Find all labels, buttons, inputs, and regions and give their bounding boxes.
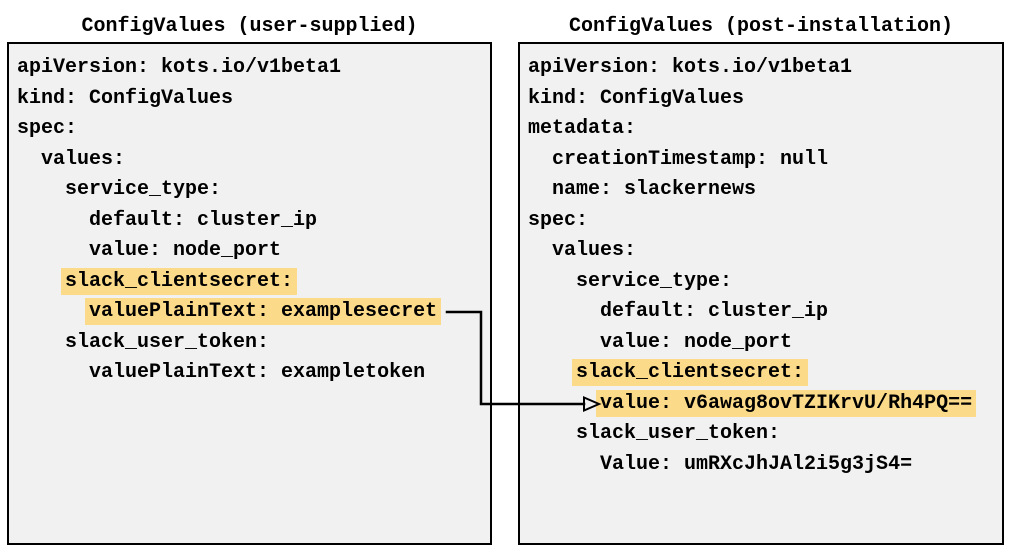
code-line: slack_user_token: [528, 419, 994, 450]
highlighted-code-text: slack_clientsecret: [61, 267, 298, 295]
indent [528, 422, 576, 445]
code-line: service_type: [528, 267, 994, 298]
code-text: creationTimestamp: null [552, 147, 829, 171]
code-text: name: slackernews [552, 178, 757, 201]
code-line: service_type: [17, 175, 482, 206]
code-text: apiVersion: kots.io/v1beta1 [528, 56, 853, 79]
indent [528, 331, 600, 354]
code-line: default: cluster_ip [17, 206, 482, 237]
code-line: default: cluster_ip [528, 297, 994, 328]
code-line: Value: umRXcJhJAl2i5g3jS4= [528, 450, 994, 481]
code-text: values: [41, 147, 126, 171]
code-line: slack_clientsecret: [17, 267, 482, 298]
code-block-user-supplied: apiVersion: kots.io/v1beta1 kind: ConfigV… [9, 44, 490, 398]
indent [528, 392, 600, 415]
indent [17, 300, 89, 323]
code-line: valuePlainText: exampletoken [17, 358, 482, 389]
indent [17, 209, 89, 232]
code-line: value: node_port [17, 236, 482, 267]
code-line: metadata: [528, 114, 994, 145]
code-text: service_type: [65, 178, 222, 201]
code-line: apiVersion: kots.io/v1beta1 [17, 53, 482, 84]
indent [17, 239, 89, 262]
code-line: spec: [17, 114, 482, 145]
indent [17, 361, 89, 384]
indent [528, 361, 576, 384]
code-text: default: cluster_ip [600, 300, 829, 323]
code-line: valuePlainText: examplesecret [17, 297, 482, 328]
code-text: slack_user_token: [65, 330, 270, 354]
code-text: value: node_port [89, 239, 282, 262]
indent [17, 148, 41, 171]
code-text: apiVersion: kots.io/v1beta1 [17, 56, 342, 79]
indent [528, 239, 552, 262]
code-text: default: cluster_ip [89, 208, 318, 232]
code-text: value: node_port [600, 330, 793, 354]
indent [17, 331, 65, 354]
code-line: apiVersion: kots.io/v1beta1 [528, 53, 994, 84]
panel-title-user-supplied: ConfigValues (user-supplied) [81, 15, 418, 38]
code-line: creationTimestamp: null [528, 145, 994, 176]
config-panel-post-installation: apiVersion: kots.io/v1beta1 kind: ConfigV… [518, 42, 1004, 545]
code-line: slack_user_token: [17, 328, 482, 359]
code-text: Value: umRXcJhJAl2i5g3jS4= [600, 452, 913, 476]
code-text: kind: ConfigValues [17, 86, 234, 110]
indent [17, 178, 65, 201]
highlighted-code-text: valuePlainText: examplesecret [85, 298, 442, 325]
code-text: spec: [17, 117, 78, 140]
code-text: valuePlainText: exampletoken [89, 361, 426, 384]
code-text: kind: ConfigValues [528, 86, 745, 110]
indent [528, 300, 600, 323]
code-text: slack_user_token: [576, 422, 781, 445]
code-line: value: node_port [528, 328, 994, 359]
code-line: kind: ConfigValues [17, 84, 482, 115]
code-line: spec: [528, 206, 994, 237]
indent [528, 270, 576, 293]
code-text: service_type: [576, 269, 733, 293]
indent [528, 178, 552, 201]
code-line: name: slackernews [528, 175, 994, 206]
code-text: spec: [528, 208, 589, 232]
indent [528, 453, 600, 476]
indent [528, 148, 552, 171]
panel-title-post-installation: ConfigValues (post-installation) [568, 15, 954, 38]
code-block-post-installation: apiVersion: kots.io/v1beta1 kind: ConfigV… [520, 44, 1002, 489]
config-panel-user-supplied: apiVersion: kots.io/v1beta1 kind: ConfigV… [7, 42, 492, 545]
highlighted-code-text: value: v6awag8ovTZIKrvU/Rh4PQ== [596, 389, 977, 417]
code-line: slack_clientsecret: [528, 358, 994, 389]
code-line: kind: ConfigValues [528, 84, 994, 115]
code-text: values: [552, 239, 637, 262]
code-line: values: [528, 236, 994, 267]
code-line: value: v6awag8ovTZIKrvU/Rh4PQ== [528, 389, 994, 420]
indent [17, 270, 65, 293]
code-line: values: [17, 145, 482, 176]
code-text: metadata: [528, 117, 637, 140]
highlighted-code-text: slack_clientsecret: [572, 359, 809, 386]
